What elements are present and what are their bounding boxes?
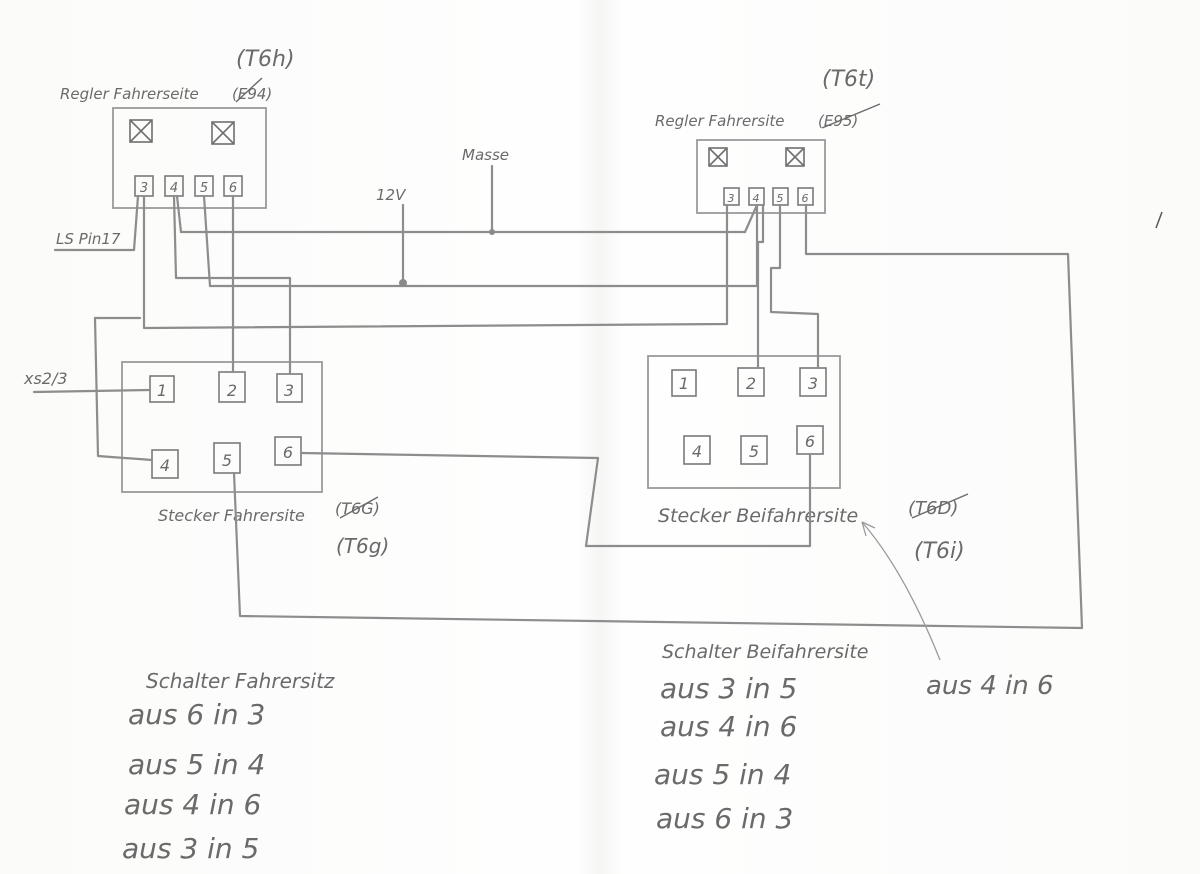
right-reg-pin-5: 5 bbox=[777, 192, 784, 205]
switch-left-line-1: aus 6 in 3 bbox=[128, 698, 265, 731]
right-conn-pin-2-box bbox=[737, 367, 765, 397]
left-conn6-to-right-conn6 bbox=[299, 451, 812, 548]
left-reg-pin-6: 6 bbox=[229, 181, 237, 196]
right-regulator-unused-pin-1 bbox=[708, 147, 728, 167]
ls-pin-label: LS Pin17 bbox=[56, 230, 121, 248]
right-conn-pin-2: 2 bbox=[746, 374, 756, 393]
right-pin5-to-conn3 bbox=[769, 203, 820, 370]
left-regulator-old-code: (E94) bbox=[232, 85, 272, 103]
wires bbox=[32, 164, 1084, 630]
right-conn-pin-4: 4 bbox=[692, 442, 702, 461]
left-connector-label: Stecker Fahrersite bbox=[158, 506, 305, 525]
pencil-mark bbox=[1155, 211, 1163, 229]
left-conn-pin-2: 2 bbox=[227, 381, 237, 400]
left-conn-pin-1: 1 bbox=[157, 381, 167, 400]
ground-junction bbox=[489, 229, 495, 235]
left-conn-pin-4: 4 bbox=[160, 456, 170, 475]
left-conn-pin-3: 3 bbox=[284, 381, 294, 400]
left-reg-pin-3: 3 bbox=[140, 181, 148, 196]
right-conn-pin-1: 1 bbox=[679, 374, 689, 393]
switch-right-line-2: aus 4 in 6 bbox=[660, 710, 797, 743]
annotation-text: aus 4 in 6 bbox=[926, 671, 1054, 701]
switch-right-title: Schalter Beifahrersite bbox=[662, 641, 868, 663]
right-reg-pin-3-box bbox=[723, 187, 740, 206]
left-regulator-box bbox=[112, 107, 267, 209]
left-conn-pin-4-box bbox=[151, 449, 179, 479]
xs-label: xs2/3 bbox=[23, 369, 68, 388]
switch-left-line-2: aus 5 in 4 bbox=[128, 748, 265, 781]
right-conn-pin-6: 6 bbox=[805, 432, 815, 451]
right-connector-code: (T6i) bbox=[914, 539, 965, 564]
left-pin5-to-bus bbox=[202, 194, 212, 288]
switch-right-line-3: aus 5 in 4 bbox=[654, 758, 791, 791]
right-regulator-label: Regler Fahrersite bbox=[655, 112, 785, 130]
left-conn-pin-6: 6 bbox=[283, 443, 293, 462]
switch-right-line-1: aus 3 in 5 bbox=[660, 672, 797, 705]
right-pin6-to-left-conn5 bbox=[232, 203, 1084, 630]
left-connector-code: (T6g) bbox=[336, 534, 389, 558]
annotation-arrowhead bbox=[861, 521, 876, 537]
left-pin3-to-right-pin3 bbox=[142, 194, 729, 330]
switch-left-line-3: aus 4 in 6 bbox=[124, 788, 261, 821]
right-regulator-code: (T6t) bbox=[822, 67, 875, 92]
right-conn-pin-5: 5 bbox=[749, 442, 759, 461]
right-regulator: 3 4 5 6 Regler Fahrersite (E95) (T6t) bbox=[655, 67, 881, 214]
annotation-arrow bbox=[861, 521, 941, 661]
right-connector-label: Stecker Beifahrersite bbox=[658, 505, 858, 527]
right-reg-pin-3: 3 bbox=[728, 192, 735, 205]
switch-right-line-4: aus 6 in 3 bbox=[656, 802, 793, 835]
supply-junction bbox=[399, 279, 407, 287]
ground-label: Masse bbox=[462, 146, 509, 164]
switch-right-notes: Schalter Beifahrersite aus 3 in 5 aus 4 … bbox=[654, 641, 868, 835]
right-regulator-box bbox=[696, 139, 826, 214]
switch-left-notes: Schalter Fahrersitz aus 6 in 3 aus 5 in … bbox=[122, 669, 335, 865]
right-conn-pin-4-box bbox=[683, 435, 711, 465]
switch-left-title: Schalter Fahrersitz bbox=[146, 669, 335, 693]
left-regulator-unused-pin-1 bbox=[129, 119, 153, 143]
right-conn-pin-3: 3 bbox=[808, 374, 818, 393]
left-regulator-code: (T6h) bbox=[236, 47, 295, 72]
left-regulator: 3 4 5 6 Regler Fahrerseite (E94) (T6h) bbox=[60, 47, 295, 209]
right-reg-pin-4: 4 bbox=[753, 192, 760, 205]
left-reg-pin-5: 5 bbox=[200, 181, 208, 196]
right-regulator-unused-pin-2 bbox=[785, 147, 805, 167]
left-conn-pin-6-box bbox=[274, 436, 302, 466]
right-conn-pin-5-box bbox=[740, 435, 768, 465]
right-connector-box bbox=[647, 355, 841, 489]
ls-pin17-wire bbox=[53, 194, 140, 252]
left-regulator-label: Regler Fahrerseite bbox=[60, 85, 199, 103]
left-connector: 1 2 3 4 5 6 Stecker Fahrersite (T6G) (T6… bbox=[121, 361, 389, 558]
right-conn-pin-3-box bbox=[799, 367, 827, 397]
right-reg-pin-6: 6 bbox=[802, 192, 809, 205]
left-conn-pin-5-box bbox=[213, 442, 241, 474]
switch-left-line-4: aus 3 in 5 bbox=[122, 832, 259, 865]
left-regulator-unused-pin-2 bbox=[211, 121, 235, 145]
right-pin4-to-conn2 bbox=[756, 203, 765, 370]
left-pin4-to-bus bbox=[175, 194, 183, 234]
xs-to-conn1 bbox=[32, 388, 152, 394]
left-reg-pin-4: 4 bbox=[170, 181, 178, 196]
left-loop-to-conn4 bbox=[93, 316, 154, 462]
right-conn-pin-1-box bbox=[671, 369, 697, 397]
left-connector-box bbox=[121, 361, 323, 493]
supply-label: 12V bbox=[376, 186, 407, 204]
right-pin4-to-bus bbox=[743, 203, 759, 234]
left-conn-pin-5: 5 bbox=[222, 451, 232, 470]
right-connector: 1 2 3 4 5 6 Stecker Beifahrersite (T6D) … bbox=[647, 355, 969, 564]
